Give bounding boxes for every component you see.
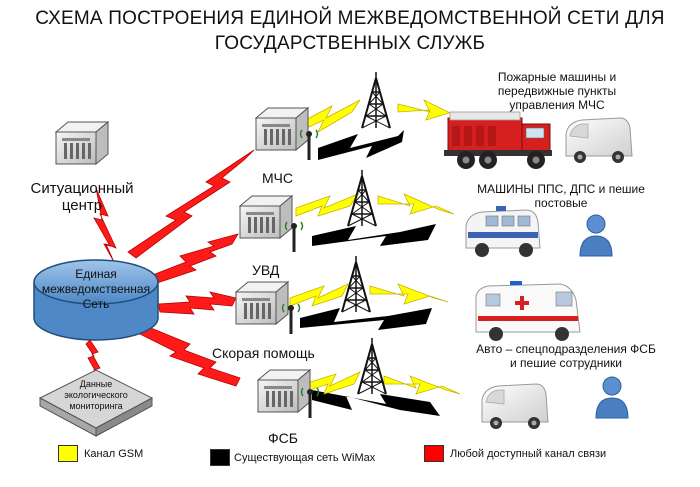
network-label-line-1: Единая	[75, 267, 117, 281]
fsb-caption-line-2: и пешие сотрудники	[509, 356, 622, 370]
fsb-van-icon	[481, 383, 549, 430]
title-line-1: СХЕМА ПОСТРОЕНИЯ ЕДИНОЙ МЕЖВЕДОМСТВЕННОЙ…	[35, 8, 665, 29]
legend-wimax-label: Существующая сеть WiMax	[234, 452, 376, 464]
fsb-caption: Авто – спецподразделения ФСБ и пешие сот…	[456, 342, 676, 370]
tower-ambulance-icon	[341, 255, 371, 313]
ambulance-icon	[475, 281, 581, 341]
uvd-caption-line-1: МАШИНЫ ППС, ДПС и пешие	[477, 182, 645, 196]
network-label: Единая межведомственная Сеть	[34, 267, 158, 312]
mchs-label: МЧС	[262, 170, 293, 186]
tower-mchs-icon	[361, 71, 391, 129]
fsb-label: ФСБ	[268, 430, 298, 446]
ambulance-server-icon	[235, 281, 289, 325]
wimax-link-mchs	[318, 130, 404, 160]
gsm-link-fsb	[303, 371, 461, 395]
legend-any-label: Любой доступный канал связи	[450, 448, 607, 460]
ambulance-label: Скорая помощь	[212, 345, 315, 361]
legend-gsm-swatch	[58, 445, 78, 462]
red-link-mchs	[127, 149, 255, 259]
wimax-link-fsb	[312, 390, 440, 416]
situation-center-label-line-2: центр	[61, 197, 103, 214]
mchs-caption: Пожарные машины и передвижные пункты упр…	[472, 70, 642, 112]
mchs-caption-line-3: управления МЧС	[509, 98, 605, 112]
legend-gsm-label: Канал GSM	[84, 448, 144, 460]
uvd-label: УВД	[252, 262, 280, 278]
wimax-link-ambulance	[300, 308, 432, 330]
red-link-ambulance	[157, 291, 237, 315]
fire-truck-icon	[444, 111, 552, 169]
mchs-van-icon	[565, 117, 633, 164]
uvd-caption-line-2: постовые	[534, 196, 588, 210]
gsm-link-uvd	[295, 193, 455, 217]
mchs-caption-line-1: Пожарные машины и	[497, 70, 617, 84]
eco-label: Данные экологического мониторинга	[56, 379, 136, 412]
eco-label-line-2: экологического	[64, 390, 128, 400]
network-cylinder-icon	[33, 259, 159, 341]
eco-monitoring-icon	[38, 369, 154, 437]
fsb-person-icon	[595, 376, 629, 419]
situation-center-server-icon	[55, 121, 109, 165]
tower-fsb-icon	[357, 337, 387, 395]
eco-label-line-1: Данные	[79, 379, 113, 389]
fsb-caption-line-1: Авто – спецподразделения ФСБ	[476, 342, 656, 356]
network-label-line-2: межведомственная	[41, 282, 151, 296]
red-link-uvd	[149, 233, 239, 285]
situation-center-label-line-1: Ситуационный	[30, 180, 134, 197]
legend-wimax-swatch	[210, 449, 230, 466]
uvd-server-icon	[239, 195, 293, 239]
legend-any-swatch	[424, 445, 444, 462]
police-van-icon	[465, 206, 541, 257]
wimax-link-uvd	[312, 224, 436, 246]
red-link-fsb	[139, 325, 241, 387]
situation-center-label: Ситуационный центр	[22, 180, 142, 214]
network-label-line-3: Сеть	[82, 297, 110, 311]
gsm-link-ambulance	[289, 283, 449, 307]
uvd-caption: МАШИНЫ ППС, ДПС и пешие постовые	[456, 182, 666, 210]
uvd-person-icon	[579, 214, 613, 257]
mchs-caption-line-2: передвижные пункты	[497, 84, 617, 98]
eco-label-line-3: мониторинга	[69, 401, 123, 411]
title-line-2: ГОСУДАРСТВЕННЫХ СЛУЖБ	[214, 33, 486, 54]
mchs-server-icon	[255, 107, 309, 151]
